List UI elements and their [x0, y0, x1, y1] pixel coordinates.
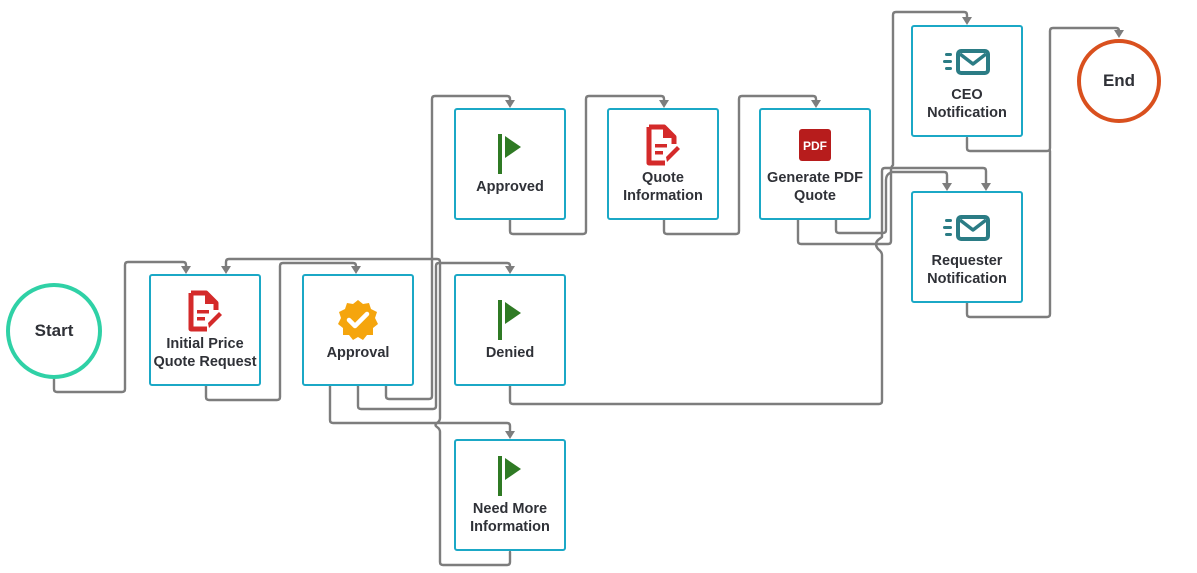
pdf-icon: PDF	[799, 123, 831, 167]
node-label: Need More Information	[470, 501, 550, 535]
node-label: Denied	[485, 345, 535, 361]
edge-start-to-initial-request	[52, 260, 188, 394]
arrowhead	[962, 17, 972, 25]
pdf-icon-text: PDF	[803, 139, 827, 153]
arrowhead	[505, 431, 515, 439]
document-edit-icon	[187, 289, 223, 333]
edge-ceo-to-end	[965, 26, 1121, 153]
approved-node[interactable]: Approved	[454, 108, 566, 220]
arrowhead	[505, 100, 515, 108]
edge-approval-to-approved	[384, 94, 512, 401]
approval-node[interactable]: Approval	[302, 274, 414, 386]
approval-badge-icon	[336, 298, 380, 342]
end-label: End	[1102, 71, 1136, 90]
need-more-information-node[interactable]: Need More Information	[454, 439, 566, 551]
arrowhead	[942, 183, 952, 191]
flag-icon	[495, 454, 525, 498]
arrowhead	[659, 100, 669, 108]
edge-approval-to-need-more-info	[328, 384, 512, 434]
initial-price-quote-request-node[interactable]: Initial Price Quote Request	[149, 274, 261, 386]
document-edit-icon	[645, 123, 681, 167]
edge-requester-to-end	[965, 149, 1052, 319]
requester-notification-node[interactable]: Requester Notification	[911, 191, 1023, 303]
edge-approval-to-denied	[356, 261, 512, 411]
start-node[interactable]: Start	[6, 283, 102, 379]
edge-need-more-info-to-initial-request	[224, 257, 512, 567]
edge-generate-pdf-to-requester	[834, 170, 949, 235]
node-label: Requester Notification	[927, 253, 1007, 287]
edge-approved-to-quote-information	[508, 94, 666, 236]
ceo-notification-node[interactable]: CEO Notification	[911, 25, 1023, 137]
node-label: Generate PDF Quote	[767, 170, 863, 204]
arrowhead	[981, 183, 991, 191]
flag-icon	[495, 298, 525, 342]
node-label: Approved	[476, 179, 544, 195]
node-label: Approval	[326, 345, 390, 361]
end-node[interactable]: End	[1077, 39, 1161, 123]
quote-information-node[interactable]: Quote Information	[607, 108, 719, 220]
edge-initial-request-to-approval	[204, 261, 358, 402]
arrowhead	[1114, 30, 1124, 38]
generate-pdf-quote-node[interactable]: PDF Generate PDF Quote	[759, 108, 871, 220]
flag-icon	[495, 132, 525, 176]
arrowhead	[351, 266, 361, 274]
node-label: Quote Information	[623, 170, 703, 204]
arrowhead	[181, 266, 191, 274]
email-send-icon	[943, 40, 991, 84]
arrowhead	[811, 100, 821, 108]
edge-denied-to-requester	[508, 166, 988, 406]
edge-quote-information-to-generate-pdf	[662, 94, 818, 236]
start-label: Start	[34, 321, 74, 340]
arrowhead	[221, 266, 231, 274]
email-send-icon	[943, 206, 991, 250]
denied-node[interactable]: Denied	[454, 274, 566, 386]
node-label: Initial Price Quote Request	[153, 336, 257, 370]
node-label: CEO Notification	[927, 87, 1007, 121]
arrowhead	[505, 266, 515, 274]
